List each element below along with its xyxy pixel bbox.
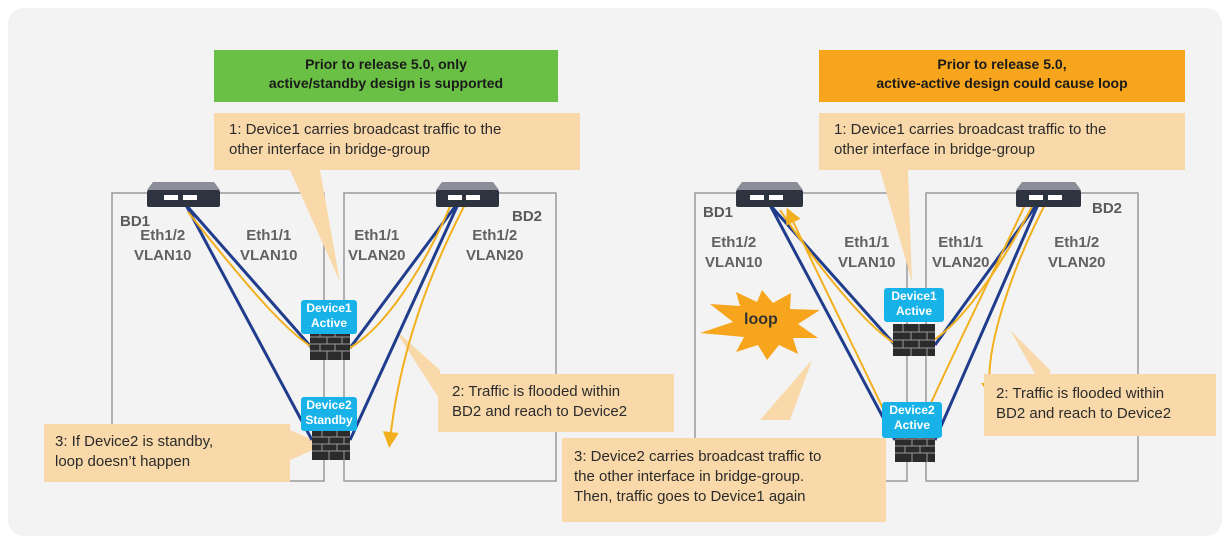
links: [184, 199, 462, 441]
right-bd2-label: BD2: [1092, 200, 1123, 217]
left-banner: Prior to release 5.0, only active/standb…: [214, 50, 558, 102]
callout1-pointer: [880, 170, 912, 282]
right-diagram: [694, 170, 1139, 482]
right-banner-line2: active-active design could cause loop: [876, 75, 1128, 91]
right-device2-name: Device2: [889, 403, 935, 417]
right-device1-name: Device1: [891, 289, 937, 303]
right-callout1: [819, 113, 1185, 170]
switch-bd1-icon: [736, 182, 803, 207]
right-device2-role: Active: [893, 418, 931, 432]
left-device1-role: Active: [310, 316, 348, 330]
right-device1-label: Device1 Active: [884, 288, 944, 322]
right-banner: Prior to release 5.0, active-active desi…: [819, 50, 1185, 102]
left-port4-label: Eth1/2 VLAN20: [466, 227, 524, 264]
firewall-device2-icon: [312, 430, 350, 460]
switch-bd2-icon: [1016, 182, 1081, 207]
right-device2-label: Device2 Active: [882, 402, 942, 438]
switch-bd2-icon: [436, 182, 499, 207]
right-port1-label: Eth1/2 VLAN10: [705, 234, 763, 271]
left-port3-label: Eth1/1 VLAN20: [348, 227, 406, 264]
left-callout1-text: 1: Device1 carries broadcast traffic to …: [229, 121, 502, 158]
left-device2-label: Device2 Standby: [301, 397, 357, 431]
left-banner-line2: active/standby design is supported: [268, 75, 504, 91]
callout3-pointer: [290, 430, 325, 460]
right-callout2-text: 2: Traffic is flooded within BD2 and rea…: [996, 385, 1172, 422]
right-bd1-label: BD1: [703, 204, 734, 221]
right-port2-label: Eth1/1 VLAN10: [838, 234, 896, 271]
left-diagram: [111, 170, 557, 482]
left-callout2-text: 2: Traffic is flooded within BD2 and rea…: [452, 383, 628, 420]
switch-bd1-icon: [147, 182, 220, 207]
left-callout2: [438, 374, 674, 432]
left-device2-name: Device2: [306, 398, 352, 412]
left-port2-label: Eth1/1 VLAN10: [240, 227, 298, 264]
right-port3-label: Eth1/1 VLAN20: [932, 234, 990, 271]
left-callout3: [44, 424, 290, 482]
right-device1-role: Active: [895, 304, 933, 318]
callout3-pointer: [760, 360, 812, 420]
left-callout1: [214, 113, 580, 170]
left-device1-name: Device1: [306, 301, 352, 315]
callout1-pointer: [290, 170, 340, 282]
left-device2-role: Standby: [305, 413, 353, 427]
starburst-icon: [700, 290, 820, 360]
right-callout2: [984, 374, 1216, 436]
left-bd1-label: BD1: [120, 213, 151, 230]
right-callout3-text: 3: Device2 carries broadcast traffic to …: [574, 448, 822, 505]
right-port4-label: Eth1/2 VLAN20: [1048, 234, 1106, 271]
left-device1-label: Device1 Active: [301, 300, 357, 334]
left-bd2-label: BD2: [512, 208, 543, 225]
left-port1-label: Eth1/2 VLAN10: [134, 227, 192, 264]
right-banner-line1: Prior to release 5.0,: [937, 56, 1067, 72]
right-callout1-text: 1: Device1 carries broadcast traffic to …: [834, 121, 1107, 158]
right-callout3: [562, 438, 886, 522]
loop-label: loop: [744, 311, 778, 328]
firewall-device1-icon: [893, 324, 935, 356]
left-banner-line1: Prior to release 5.0, only: [305, 56, 467, 72]
left-callout3-text: 3: If Device2 is standby, loop doesn’t h…: [55, 433, 214, 470]
callout2-pointer: [395, 330, 440, 400]
firewall-device1-icon: [310, 330, 350, 360]
